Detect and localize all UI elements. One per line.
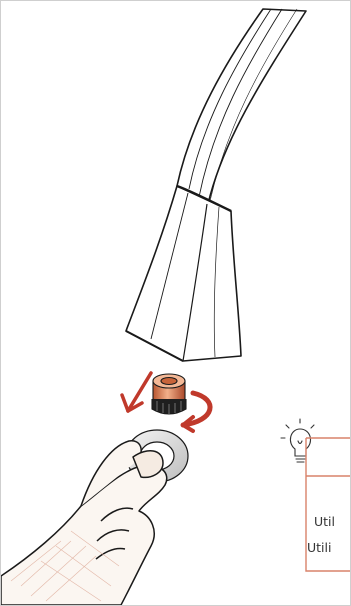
aerator-part xyxy=(152,374,186,414)
tip-text-line-2: Utili xyxy=(307,540,351,556)
spray-head xyxy=(126,186,241,361)
lightbulb-icon xyxy=(281,419,320,462)
tip-text-line-1: Util xyxy=(314,514,351,530)
faucet-spout xyxy=(177,9,306,204)
hand xyxy=(1,441,167,605)
down-arrow-icon xyxy=(122,373,151,411)
counterclockwise-arrow-icon xyxy=(183,393,210,431)
